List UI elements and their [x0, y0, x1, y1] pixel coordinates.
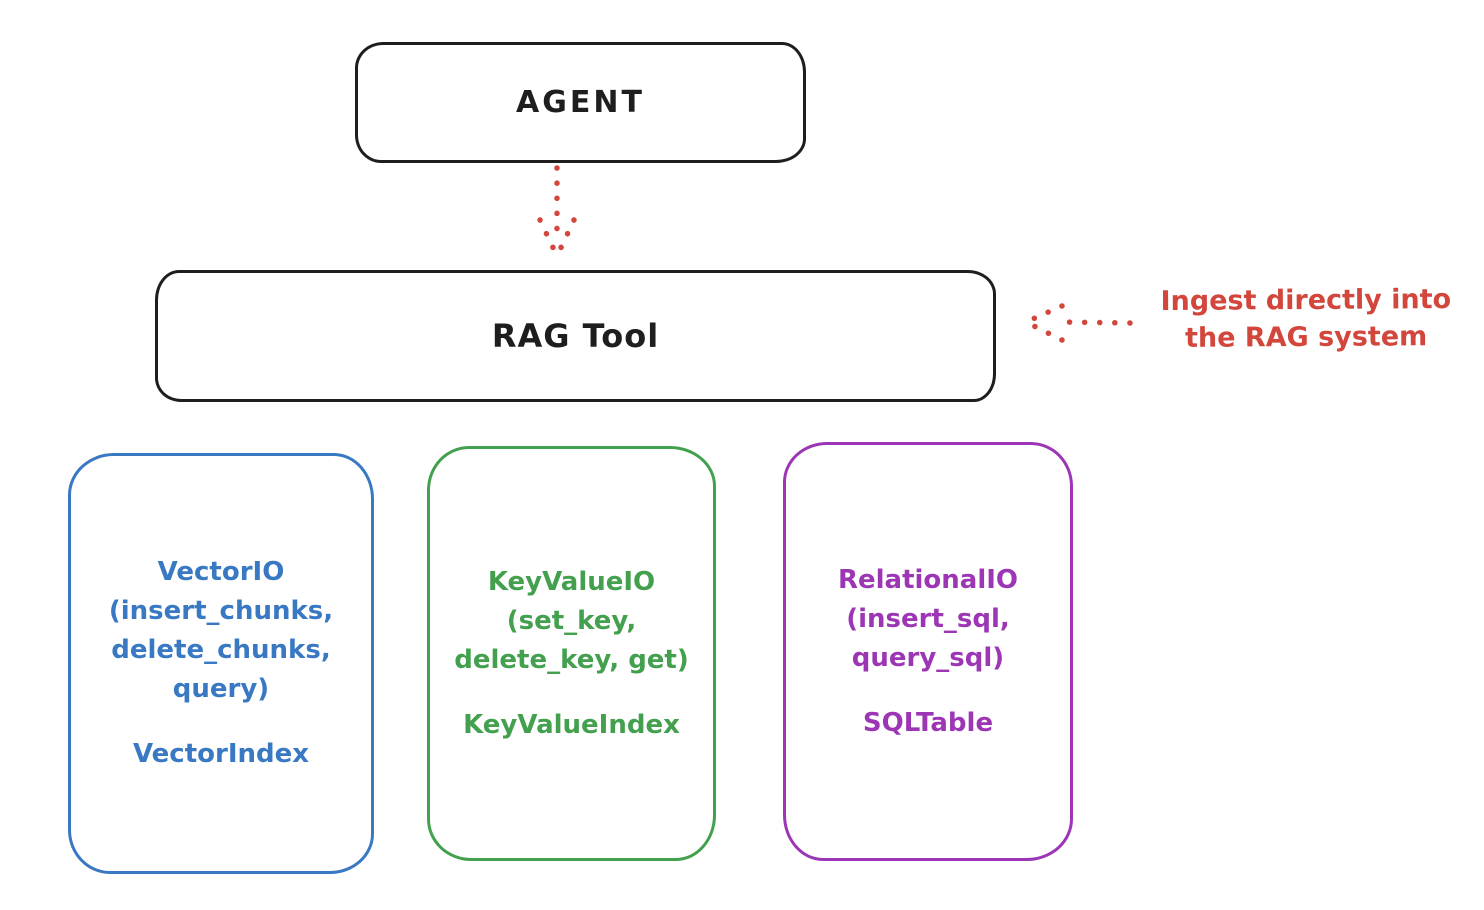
keyvalue-index-label: KeyValueIndex	[463, 709, 680, 740]
rag-tool-label: RAG Tool	[491, 317, 660, 355]
relational-io-card: RelationalIO (insert_sql, query_sql) SQL…	[783, 442, 1073, 861]
relational-io-methods: (insert_sql, query_sql)	[846, 603, 1010, 673]
sql-table-label: SQLTable	[862, 707, 994, 738]
relational-io-name: RelationalIO	[837, 564, 1019, 595]
vector-io-name: VectorIO	[157, 557, 285, 587]
relational-io-description: RelationalIO (insert_sql, query_sql)	[838, 561, 1018, 678]
vector-io-methods: (insert_chunks, delete_chunks, query)	[108, 596, 334, 704]
keyvalue-io-methods: (set_key, delete_key, get)	[454, 605, 689, 675]
agent-label: AGENT	[516, 85, 645, 120]
vector-io-description: VectorIO (insert_chunks, delete_chunks, …	[109, 553, 333, 709]
keyvalue-io-description: KeyValueIO (set_key, delete_key, get)	[454, 563, 689, 680]
agent-node: AGENT	[355, 42, 806, 163]
keyvalue-io-name: KeyValueIO	[487, 566, 656, 597]
ingest-annotation-text: Ingest directly into the RAG system	[1160, 283, 1452, 355]
vector-io-card: VectorIO (insert_chunks, delete_chunks, …	[68, 453, 374, 874]
rag-tool-node: RAG Tool	[155, 270, 996, 402]
ingest-arrow	[1023, 303, 1133, 343]
vector-index-label: VectorIndex	[132, 739, 310, 769]
agent-to-rag-tool-arrow	[537, 165, 577, 259]
keyvalue-io-card: KeyValueIO (set_key, delete_key, get) Ke…	[427, 446, 716, 861]
